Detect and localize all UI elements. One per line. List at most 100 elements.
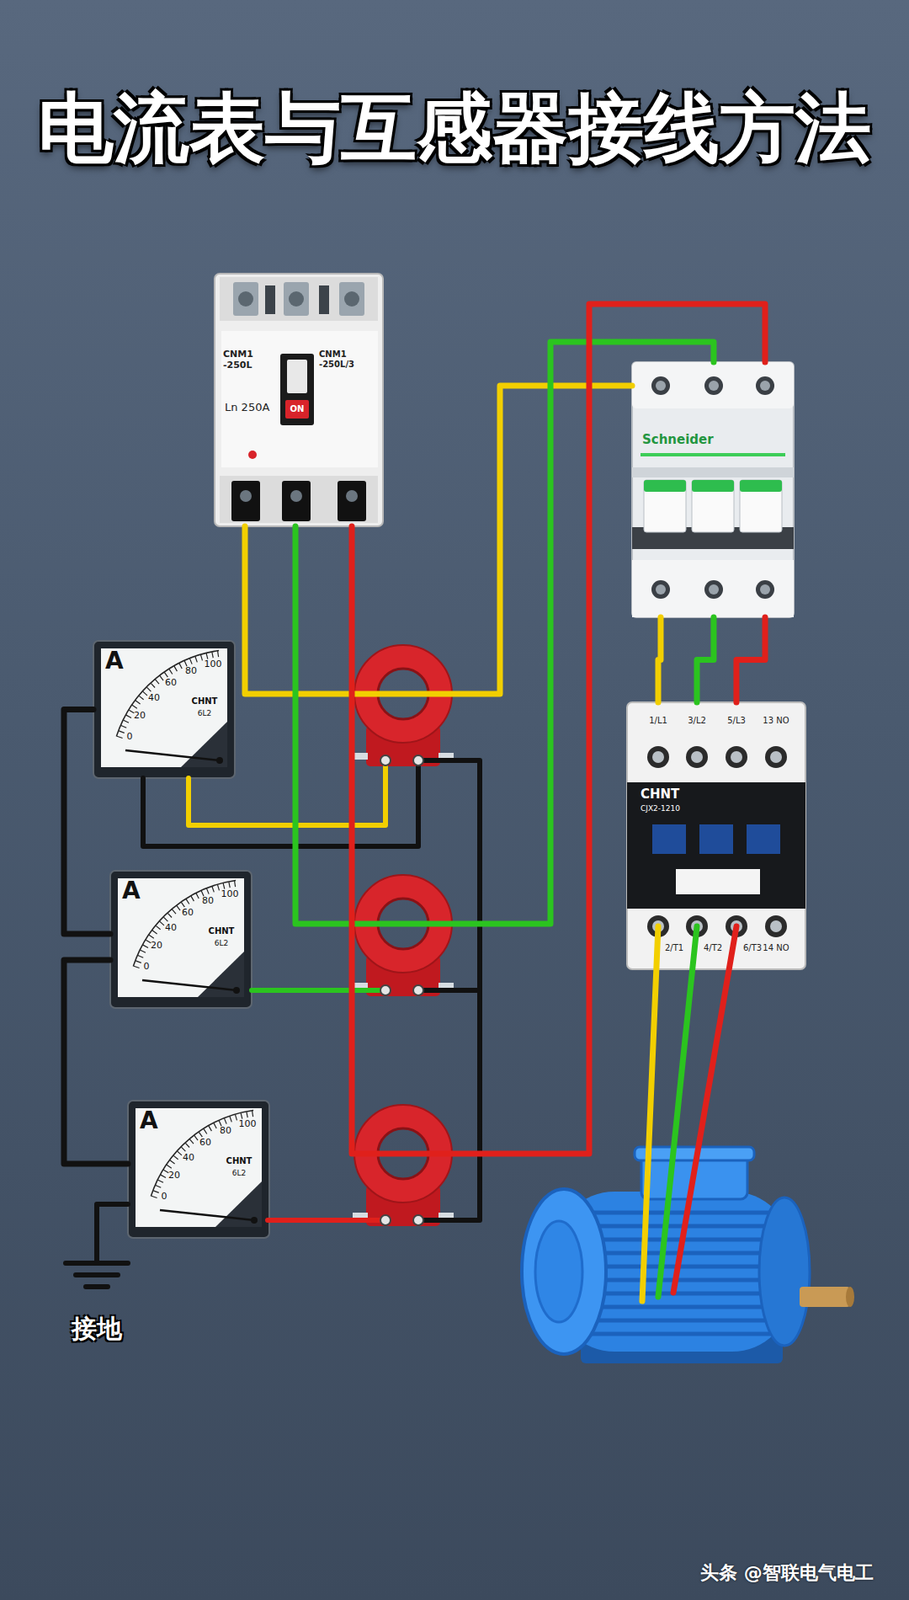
contactor-body	[730, 750, 743, 763]
ct-terminal	[380, 1214, 424, 1225]
terminal-label: 2/T1	[664, 942, 684, 953]
motor-wire	[642, 925, 737, 1301]
miniature-breaker-body	[643, 479, 686, 532]
current-transformer	[352, 874, 454, 996]
miniature-breaker-body	[632, 361, 794, 617]
moulded-case-breaker-body	[214, 273, 383, 527]
contactor-body	[627, 781, 806, 909]
ground-symbol	[65, 1259, 128, 1266]
terminal-label: 5/L3	[727, 715, 746, 726]
contactor-body	[725, 745, 748, 768]
contactor-body	[691, 750, 703, 763]
miniature-breaker-body	[651, 376, 670, 395]
miniature-breaker: Schneider	[632, 361, 794, 617]
brand-label: CHNT	[191, 696, 218, 707]
scale-number: 80	[185, 665, 197, 677]
scale-number: 40	[164, 922, 177, 934]
contactor-body	[627, 701, 806, 969]
terminal-label: 4/T2	[703, 942, 723, 953]
miniature-breaker-body	[632, 361, 794, 409]
unit-symbol: A	[122, 877, 141, 904]
contactor-body	[770, 750, 782, 763]
moulded-case-breaker-body	[337, 480, 367, 521]
contactor-body	[770, 919, 782, 932]
phase-wire	[63, 959, 128, 1164]
miniature-breaker-body	[704, 376, 723, 395]
miniature-breaker-body	[632, 559, 794, 617]
unit-symbol: A	[139, 1106, 159, 1134]
scale-number: 100	[204, 659, 223, 670]
phase-wire	[244, 385, 633, 694]
miniature-breaker-body	[708, 584, 719, 595]
motor-wire	[642, 925, 659, 1301]
moulded-case-breaker-body	[248, 450, 257, 459]
ground-symbol	[75, 1271, 118, 1277]
brand-label: CHNT	[208, 925, 235, 936]
ammeter: A020406080100CHNT6L2	[127, 1100, 270, 1238]
ammeter: A020406080100CHNT6L2	[110, 870, 252, 1008]
secondary-wire	[143, 760, 419, 846]
terminal-label: 14 NO	[762, 942, 789, 953]
scale-number: 20	[133, 710, 146, 722]
switch-label: ON	[290, 404, 305, 415]
scale-number: 40	[148, 692, 160, 704]
contactor-body	[765, 745, 787, 768]
ground-label: 接地	[71, 1313, 123, 1344]
terminal-label: 1/L1	[648, 715, 668, 726]
watermark: 头条 @智联电气电工	[700, 1561, 874, 1583]
miniature-breaker-body	[640, 452, 786, 457]
scale-number: 60	[181, 907, 194, 919]
scale-number: 0	[143, 961, 150, 973]
ammeter: A020406080100CHNT6L2	[93, 640, 235, 778]
model-label: 6L2	[197, 708, 212, 718]
ground-symbol	[65, 1262, 128, 1287]
miniature-breaker-body	[691, 479, 734, 532]
moulded-case-breaker-body	[288, 291, 304, 307]
ac-contactor: 1/L13/L25/L313 NOCHNTCJX2-12102/T14/T26/…	[627, 701, 806, 969]
scale-number: 0	[127, 731, 133, 743]
miniature-breaker-body	[704, 579, 723, 599]
secondary-wire	[96, 1203, 128, 1263]
ammeter-body	[93, 640, 235, 778]
model-label: 6L2	[214, 938, 229, 947]
moulded-case-breaker-body	[219, 276, 378, 321]
miniature-breaker-body	[632, 467, 794, 478]
phase-wire	[696, 616, 714, 702]
contactor-body	[627, 701, 806, 969]
ammeter-body	[110, 870, 252, 1008]
miniature-breaker-body	[708, 380, 719, 391]
miniature-breaker-body	[760, 584, 771, 595]
moulded-case-breaker-body	[281, 480, 311, 521]
motor-illustration	[589, 1277, 771, 1282]
miniature-breaker-body	[632, 361, 794, 617]
moulded-case-breaker: CNM1 -250L CNM1 -250L/3 Ln 250A ON	[214, 273, 383, 527]
miniature-breaker-body	[655, 584, 666, 595]
moulded-case-breaker-body	[290, 489, 303, 502]
contactor-body	[647, 745, 670, 768]
brand-label: Schneider	[642, 432, 714, 447]
scale-number: 80	[202, 895, 214, 907]
phase-wire	[63, 709, 111, 934]
motor-illustration	[845, 1286, 855, 1307]
model-label: CNM1 -250L	[223, 349, 276, 371]
miniature-breaker-body	[755, 579, 775, 599]
moulded-case-breaker-body	[283, 281, 309, 316]
moulded-case-breaker-body	[339, 281, 365, 316]
secondary-wire	[96, 760, 480, 1263]
rating-label: Ln 250A	[224, 401, 270, 415]
model-label: CNM1 -250L/3	[318, 349, 377, 369]
model-label: 6L2	[232, 1168, 246, 1177]
scale-number: 20	[168, 1169, 181, 1181]
motor-illustration	[535, 1220, 583, 1322]
ct-terminal	[380, 754, 424, 766]
contactor-body	[699, 823, 734, 854]
brand-label: CHNT	[640, 786, 680, 802]
ammeter-body	[127, 1100, 270, 1238]
motor-illustration	[521, 1146, 855, 1363]
moulded-case-breaker-body	[345, 489, 358, 502]
scale-number: 40	[182, 1152, 195, 1164]
moulded-case-breaker-body	[239, 489, 252, 502]
motor-illustration	[589, 1291, 771, 1296]
moulded-case-breaker-body	[221, 330, 378, 468]
